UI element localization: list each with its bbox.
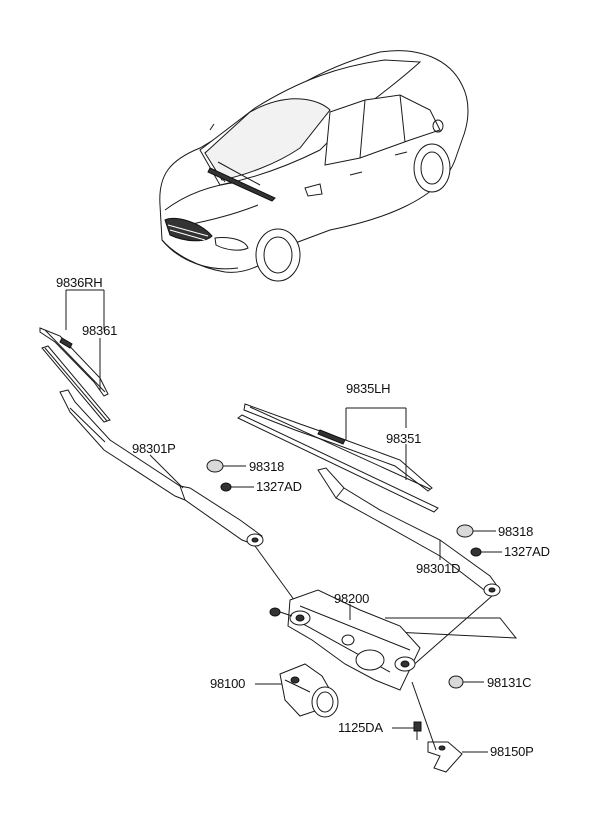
label-pivot-cap: 98131C [487,675,532,690]
label-rh-blade-refill: 98361 [82,323,118,338]
label-rh-arm: 98301P [132,441,176,456]
label-bolt: 1125DA [338,720,383,735]
label-lh-blade-assy: 9835LH [346,381,391,396]
lh-cap [456,524,474,538]
rh-nut [220,482,232,492]
pivot-cap [448,675,464,689]
rh-cap [206,459,224,473]
label-lh-blade-refill: 98351 [386,431,422,446]
wiper-motor [279,663,339,718]
car-illustration [159,50,469,282]
label-motor: 98100 [210,676,246,691]
wiper-linkage [269,589,421,691]
label-lh-nut: 1327AD [504,544,550,559]
lh-nut [470,547,482,557]
label-rh-blade-assy: 9836RH [56,275,103,290]
label-bracket: 98150P [490,744,534,759]
lh-blade-assembly [237,403,439,513]
label-rh-cap: 98318 [249,459,285,474]
label-lh-arm: 98301D [416,561,461,576]
lh-wiper-arm [317,467,501,597]
mounting-bracket [427,741,463,773]
bolt [413,721,422,740]
rh-wiper-arm [59,389,264,547]
rh-blade-assembly [39,327,111,423]
label-lh-cap: 98318 [498,524,534,539]
label-linkage: 98200 [334,591,370,606]
label-rh-nut: 1327AD [256,479,302,494]
